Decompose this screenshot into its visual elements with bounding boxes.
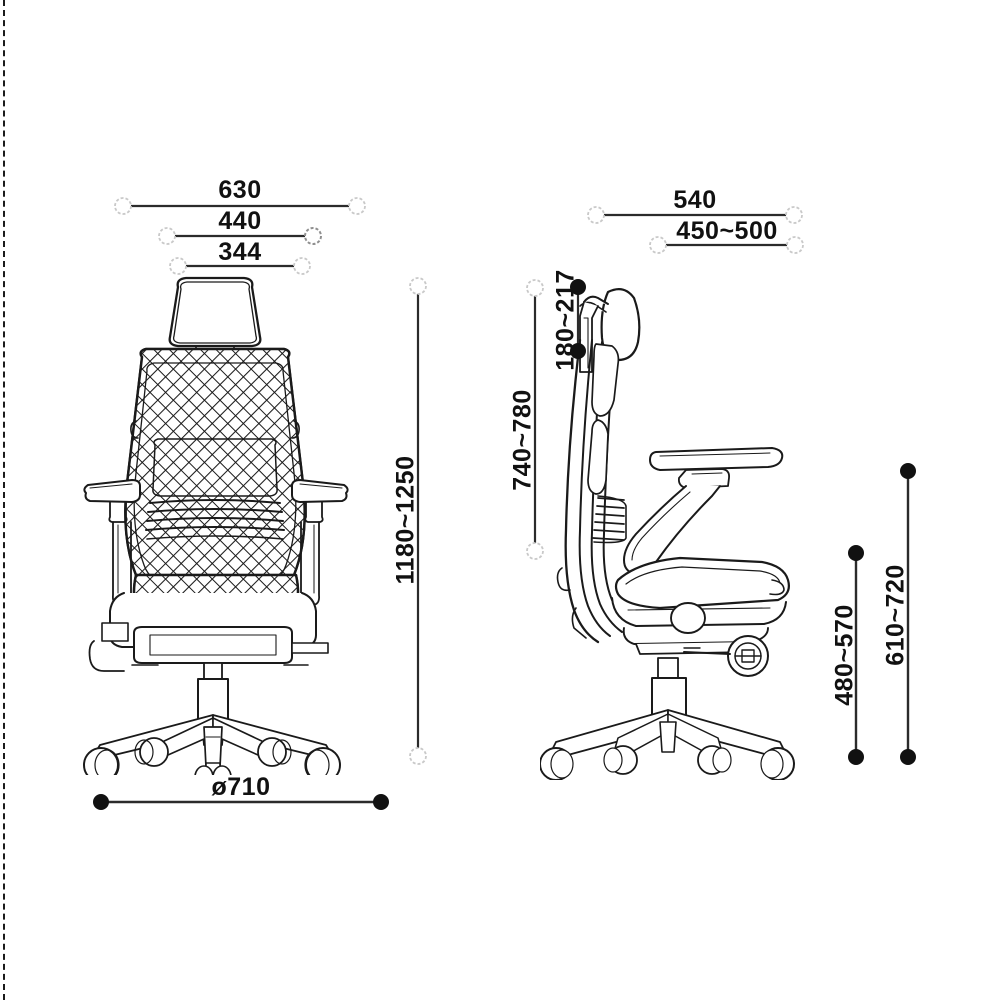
dimension-label-headrest-travel: 180~217 — [551, 269, 580, 371]
base-side — [549, 709, 787, 757]
dimension-line-diameter-710 — [93, 794, 389, 810]
dimension-line-630 — [114, 197, 366, 215]
dimension-line-344 — [169, 257, 311, 275]
headrest-front — [168, 276, 262, 356]
seat-mechanism-front — [88, 592, 329, 672]
dimension-line-740-780 — [526, 279, 544, 560]
dimension-label-overall-depth: 540 — [673, 186, 717, 214]
headrest-side — [600, 287, 641, 362]
dimension-label-overall-width: 630 — [218, 176, 262, 204]
dimension-line-180-217 — [570, 279, 586, 359]
casters-side — [540, 745, 795, 780]
dimension-label-seat-depth: 450~500 — [676, 217, 778, 245]
backrest-frame-side — [556, 338, 627, 644]
dimension-line-450-500 — [649, 236, 804, 254]
dimension-label-seat-height: 480~570 — [830, 604, 859, 706]
dimension-label-backrest-width: 440 — [218, 207, 262, 235]
dimension-line-480-570 — [848, 545, 864, 765]
dimension-label-base-diameter: ø710 — [211, 773, 271, 801]
seat-mechanism-side — [622, 627, 769, 677]
seat-side — [611, 556, 790, 634]
side-view-drawing — [540, 287, 795, 780]
dimension-line-1180-1250 — [409, 277, 427, 765]
casters-front — [83, 737, 341, 775]
dimension-label-headrest-width: 344 — [218, 238, 262, 266]
dimension-line-440 — [158, 227, 322, 245]
dimension-label-overall-height: 1180~1250 — [391, 455, 420, 585]
sheet-edge-dashed-line — [3, 0, 5, 1000]
backrest-front — [124, 347, 306, 601]
dimension-line-610-720 — [900, 463, 916, 765]
dimension-label-back-height: 740~780 — [508, 389, 537, 491]
dimension-label-armrest-height: 610~720 — [881, 564, 910, 666]
dimension-line-540 — [587, 206, 803, 224]
front-view-drawing — [83, 276, 349, 775]
